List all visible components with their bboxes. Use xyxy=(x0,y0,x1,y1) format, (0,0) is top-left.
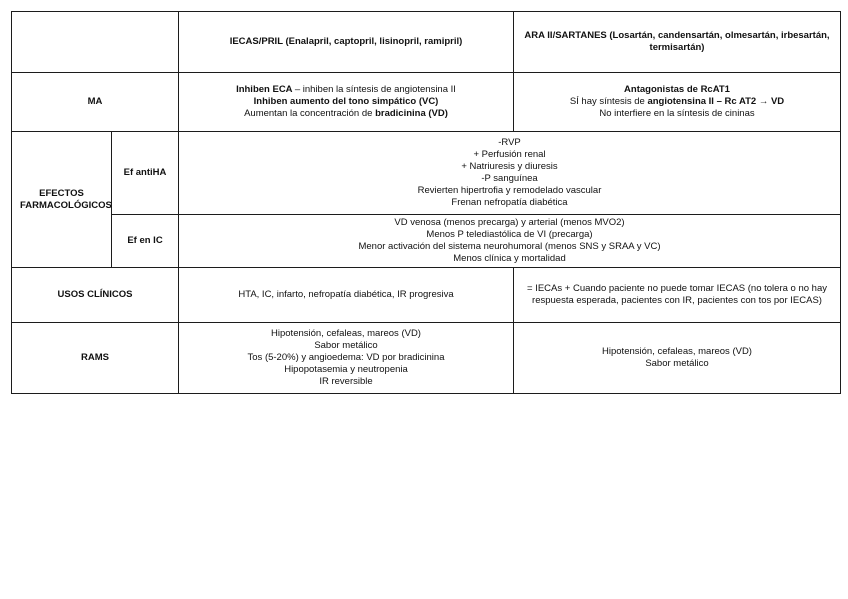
text-line: Hipotensión, cefaleas, mareos (VD) xyxy=(602,346,752,357)
text-line: Hipotensión, cefaleas, mareos (VD) xyxy=(271,328,421,339)
rams-ara-cell: Hipotensión, cefaleas, mareos (VD)Sabor … xyxy=(513,322,841,394)
text-line: Sabor metálico xyxy=(314,340,378,351)
rams-iecas-cell: Hipotensión, cefaleas, mareos (VD)Sabor … xyxy=(178,322,514,394)
row-sublabel-ef-antiha: Ef antiHA xyxy=(111,131,179,215)
row-label-usos-clinicos: USOS CLÍNICOS xyxy=(11,267,179,323)
corner-empty-cell xyxy=(11,11,179,73)
table-row-ef-en-ic: Ef en IC VD venosa (menos precarga) y ar… xyxy=(12,214,841,268)
text-line: Menor activación del sistema neurohumora… xyxy=(358,241,661,252)
text-line: = IECAs + Cuando paciente no puede tomar… xyxy=(527,283,827,306)
row-sublabel-ef-en-ic: Ef en IC xyxy=(111,214,179,268)
text-line: Inhiben ECA – inhiben la síntesis de ang… xyxy=(236,84,456,95)
table-row-usos-clinicos: USOS CLÍNICOS HTA, IC, infarto, nefropat… xyxy=(11,267,841,323)
table-row-ma: MA Inhiben ECA – inhiben la síntesis de … xyxy=(11,72,841,132)
text-line: No interfiere en la síntesis de cininas xyxy=(599,108,755,119)
ef-en-ic-cell: VD venosa (menos precarga) y arterial (m… xyxy=(178,214,841,268)
text-line: Sabor metálico xyxy=(645,358,709,369)
column-header-ara: ARA II/SARTANES (Losartán, candensartán,… xyxy=(513,11,841,73)
text-line: -P sanguínea xyxy=(481,173,538,184)
text-line: IR reversible xyxy=(319,376,373,387)
text-line: Tos (5-20%) y angioedema: VD por bradici… xyxy=(247,352,445,363)
ef-antiha-cell: -RVP+ Perfusión renal+ Natriuresis y diu… xyxy=(178,131,841,215)
text-line: VD venosa (menos precarga) y arterial (m… xyxy=(394,217,625,228)
text-line: + Perfusión renal xyxy=(473,149,546,160)
table-row-header: IECAS/PRIL (Enalapril, captopril, lisino… xyxy=(11,11,841,73)
usos-iecas-cell: HTA, IC, infarto, nefropatía diabética, … xyxy=(178,267,514,323)
row-label-rams: RAMS xyxy=(11,322,179,394)
table-row-rams: RAMS Hipotensión, cefaleas, mareos (VD)S… xyxy=(11,322,841,394)
usos-ara-cell: = IECAs + Cuando paciente no puede tomar… xyxy=(513,267,841,323)
ma-iecas-cell: Inhiben ECA – inhiben la síntesis de ang… xyxy=(178,72,514,132)
column-header-iecas: IECAS/PRIL (Enalapril, captopril, lisino… xyxy=(178,11,514,73)
text-line: Antagonistas de RcAT1 xyxy=(624,84,730,95)
row-label-ma: MA xyxy=(11,72,179,132)
text-line: Inhiben aumento del tono simpático (VC) xyxy=(253,96,439,107)
row-label-efectos-farmacologicos: EFECTOS FARMACOLÓGICOS xyxy=(11,131,112,268)
table-row-ef-antiha: EFECTOS FARMACOLÓGICOS Ef antiHA -RVP+ P… xyxy=(11,131,841,268)
text-line: + Natriuresis y diuresis xyxy=(461,161,558,172)
text-line: -RVP xyxy=(498,137,521,148)
pharmacology-comparison-table: IECAS/PRIL (Enalapril, captopril, lisino… xyxy=(11,11,841,394)
text-line: SÍ hay síntesis de angiotensina II – Rc … xyxy=(569,96,785,107)
text-line: Menos clínica y mortalidad xyxy=(453,253,566,264)
text-line: HTA, IC, infarto, nefropatía diabética, … xyxy=(238,289,454,300)
text-line: Revierten hipertrofia y remodelado vascu… xyxy=(417,185,602,196)
text-line: Hipopotasemia y neutropenia xyxy=(284,364,408,375)
text-line: Menos P telediastólica de VI (precarga) xyxy=(426,229,593,240)
text-line: Aumentan la concentración de bradicinina… xyxy=(244,108,448,119)
text-line: Frenan nefropatía diabética xyxy=(451,197,568,208)
